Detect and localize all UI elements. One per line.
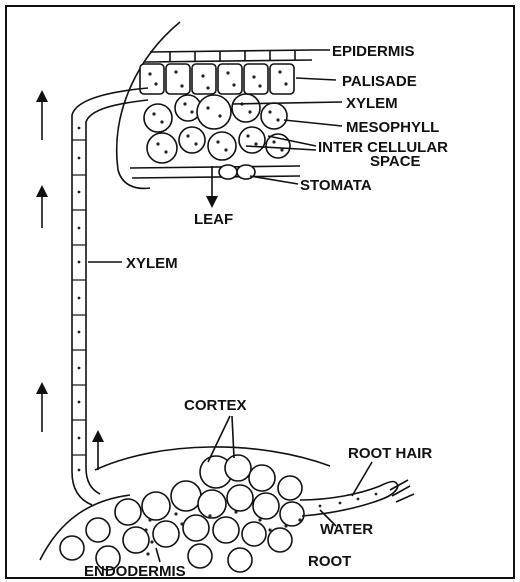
label-stomata: STOMATA <box>300 177 372 194</box>
label-mesophyll: MESOPHYLL <box>346 119 439 136</box>
up-arrow-icon <box>36 185 48 197</box>
xylem-vessel <box>72 88 148 505</box>
label-root: ROOT <box>308 553 351 570</box>
up-arrow-icon <box>92 430 104 442</box>
label-endodermis: ENDODERMIS <box>84 563 186 580</box>
label-xylem-leaf: XYLEM <box>346 95 398 112</box>
label-water: WATER <box>320 521 373 538</box>
label-root-hair: ROOT HAIR <box>348 445 432 462</box>
cortex-cells <box>60 455 304 572</box>
label-palisade: PALISADE <box>342 73 417 90</box>
label-cortex: CORTEX <box>184 397 247 414</box>
label-xylem-stem: XYLEM <box>126 255 178 272</box>
up-arrow-icon <box>36 90 48 102</box>
up-arrow-icon <box>36 382 48 394</box>
palisade-cells <box>140 64 294 94</box>
label-epidermis: EPIDERMIS <box>332 43 415 60</box>
root-hair <box>300 482 398 517</box>
label-intercellular-line2: SPACE <box>370 153 421 170</box>
mesophyll-cells <box>144 94 290 163</box>
upward-flow-arrows <box>36 90 104 470</box>
label-leaf: LEAF <box>194 211 233 228</box>
down-arrow-icon <box>206 196 218 208</box>
